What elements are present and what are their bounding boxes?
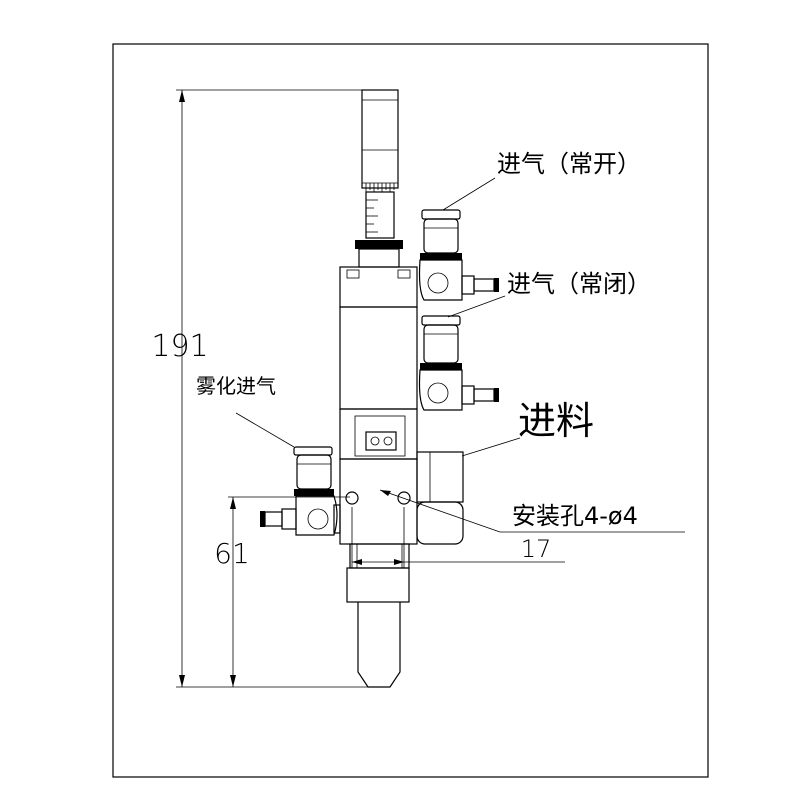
leader-lines [235,177,685,533]
dimension-61-text: 61 [214,537,250,570]
micrometer-head [355,89,403,268]
label-inlet-normally-open: 进气（常开） [497,150,641,178]
mounting-hole-left [345,491,359,505]
dimension-hole-spacing: 17 [351,507,565,568]
micrometer-scale [362,182,398,192]
drawing-frame [112,43,709,778]
micrometer-ring [355,240,403,249]
dimension-191-text: 191 [151,329,208,364]
label-feed: 进料 [518,399,594,443]
label-mounting-holes: 安装孔4-ø4 [512,502,638,530]
dimension-17-text: 17 [521,535,552,563]
dimension-total-height: 191 [151,89,370,688]
fitting-inlet-normally-closed [418,315,499,411]
nozzle [357,602,401,688]
label-inlet-normally-closed: 进气（常闭） [507,270,651,298]
fitting-inlet-normally-open [418,209,499,301]
valve-body [339,266,418,688]
label-atomizing-inlet: 雾化进气 [196,374,276,398]
mounting-hole-right [397,491,411,505]
feed-connector [416,451,464,545]
fitting-atomizing-inlet [260,446,341,536]
dimension-lower-height: 61 [214,496,350,687]
